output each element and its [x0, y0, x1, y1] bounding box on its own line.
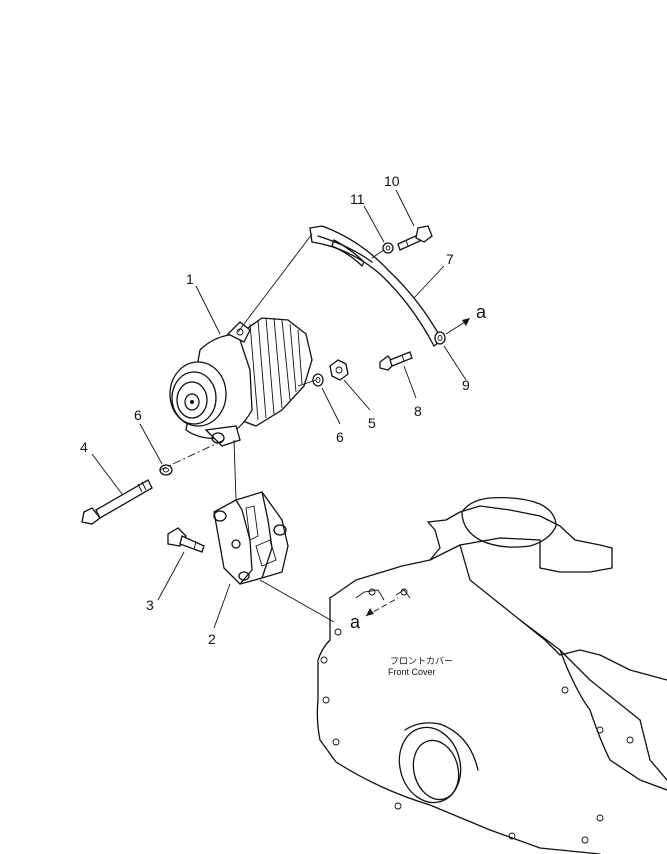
adjust-plate — [309, 225, 443, 347]
callout-11: 11 — [350, 191, 365, 207]
callout-6-right: 6 — [336, 429, 344, 445]
callout-4: 4 — [80, 439, 88, 455]
alternator — [169, 317, 313, 447]
leader-lines — [91, 189, 467, 629]
mounting-bracket — [213, 491, 289, 585]
front-cover-label: フロントカバー Front Cover — [388, 656, 453, 677]
washer-6-right — [312, 373, 324, 387]
washer-11 — [382, 242, 394, 254]
callout-8: 8 — [414, 403, 422, 419]
front-cover-label-jp: フロントカバー — [390, 656, 453, 666]
callout-7: 7 — [446, 251, 454, 267]
callout-labels: 1 2 3 4 5 6 6 7 8 9 10 11 a a — [80, 173, 487, 647]
callout-5: 5 — [368, 415, 376, 431]
bolt-10 — [397, 225, 433, 251]
front-cover-label-en: Front Cover — [388, 667, 436, 677]
callout-1: 1 — [186, 271, 194, 287]
callout-9: 9 — [462, 377, 470, 393]
bolt-3 — [167, 527, 205, 553]
bolt-4 — [81, 479, 153, 525]
front-cover-engine — [316, 496, 667, 854]
marker-a-bottom: a — [350, 612, 361, 632]
callout-2: 2 — [208, 631, 216, 647]
washer-9 — [434, 331, 446, 345]
nut-5 — [329, 359, 349, 381]
marker-a-top: a — [476, 302, 487, 322]
washer-6-left — [159, 464, 173, 476]
callout-6-left: 6 — [134, 407, 142, 423]
assembly-lines — [159, 233, 470, 623]
callout-10: 10 — [384, 173, 400, 189]
callout-3: 3 — [146, 597, 154, 613]
bolt-8 — [379, 351, 413, 371]
